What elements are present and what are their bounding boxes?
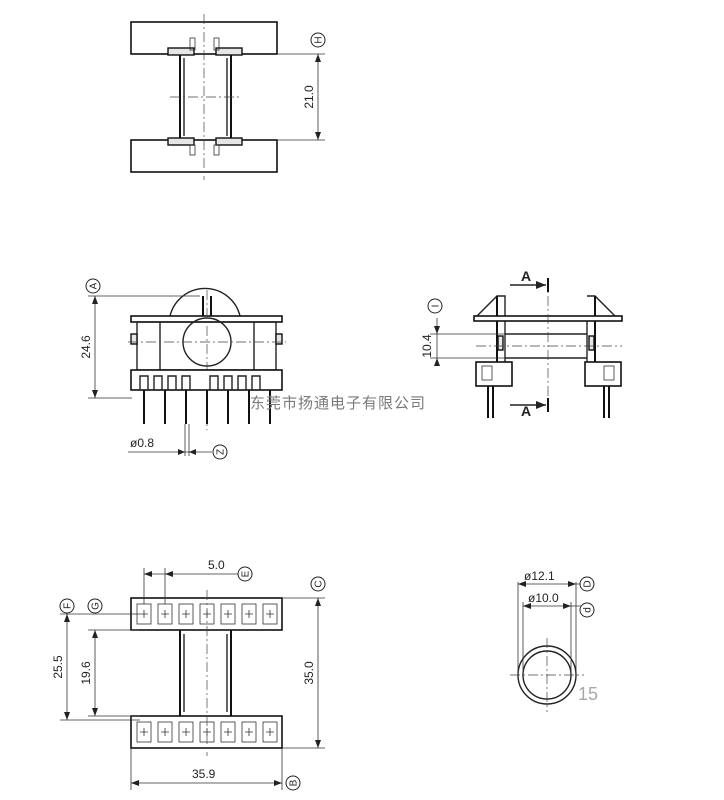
dimension-19-6: 19.6 <box>79 661 93 685</box>
side-section-view: A A 10.4 I <box>420 268 623 419</box>
page-number: 15 <box>578 684 598 704</box>
company-watermark: 东莞市扬通电子有限公司 <box>250 395 426 412</box>
dimension-24-6: 24.6 <box>79 335 93 359</box>
top-view: 21.0 H <box>130 14 326 180</box>
callout-a: A <box>89 282 100 289</box>
section-marker-top: A <box>521 268 531 284</box>
bottom-view: 5.0 E 25.5 F 19.6 G 35.0 C 3 <box>51 558 326 791</box>
dimension-25-5: 25.5 <box>51 655 65 679</box>
dimension-10-4: 10.4 <box>420 334 434 358</box>
dimension-35-9: 35.9 <box>192 767 216 781</box>
dimension-12-1: ø12.1 <box>524 569 555 583</box>
callout-c: C <box>314 580 325 587</box>
callout-z: Z <box>216 449 227 455</box>
section-marker-bottom: A <box>521 403 531 419</box>
dimension-pin-0-8: ø0.8 <box>130 436 154 450</box>
dimension-10-0: ø10.0 <box>528 591 559 605</box>
callout-d-upper: D <box>583 580 594 587</box>
callout-f: F <box>63 603 74 609</box>
callout-b: B <box>289 779 300 786</box>
front-view: 24.6 A ø0.8 Z <box>79 278 286 460</box>
callout-i: I <box>431 305 442 308</box>
callout-h: H <box>314 36 325 43</box>
dimension-5-0: 5.0 <box>208 558 225 572</box>
callout-d-lower: d <box>583 607 594 613</box>
dimension-35-0: 35.0 <box>302 661 316 685</box>
callout-e: E <box>241 570 252 577</box>
dimension-21-0: 21.0 <box>302 85 316 109</box>
callout-g: G <box>91 602 102 610</box>
tube-section-view: ø12.1 D ø10.0 d <box>510 569 595 712</box>
